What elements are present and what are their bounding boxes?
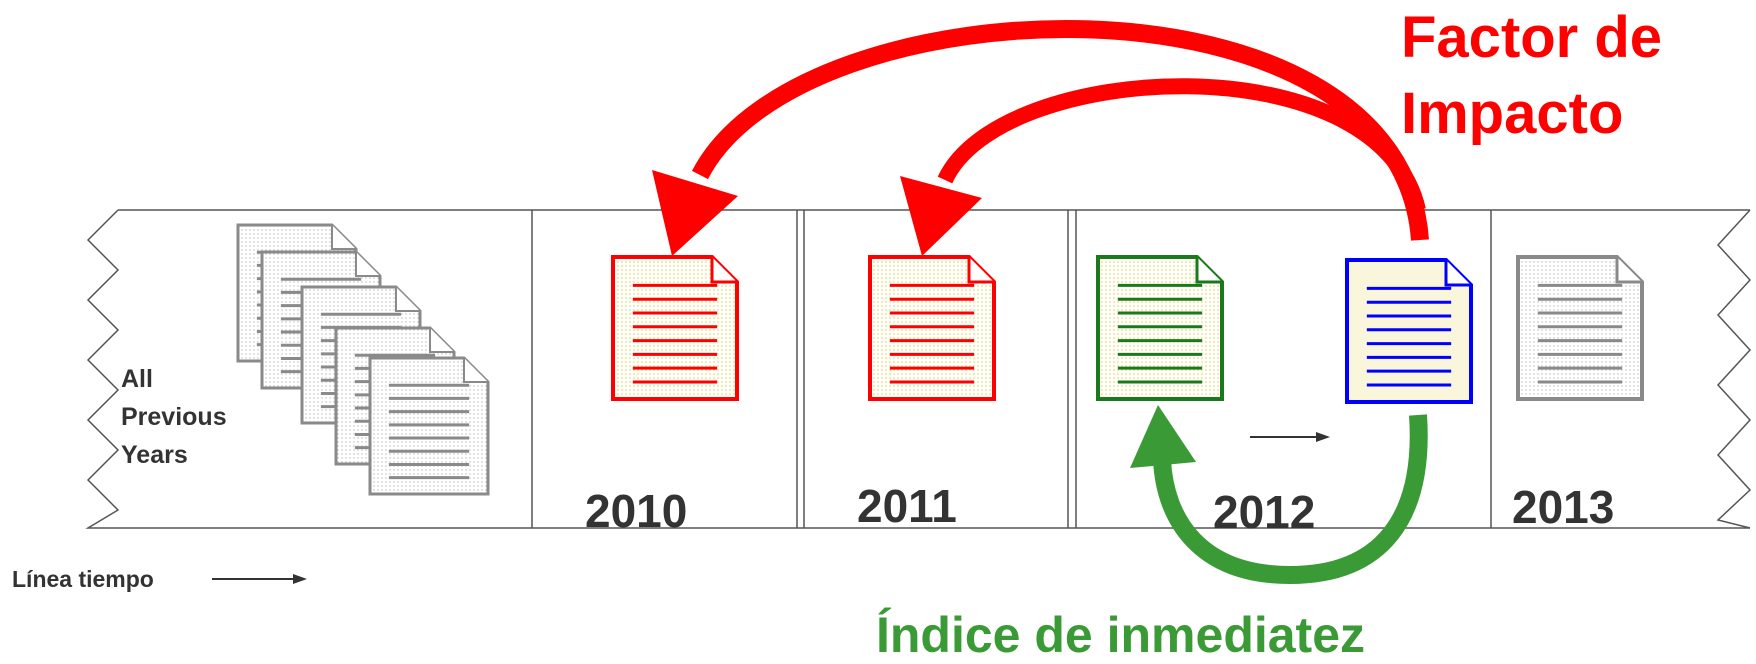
impact-arrow-to-2011 [937, 78, 1426, 212]
strip-right-zigzag [1716, 209, 1752, 529]
impact-factor-title-line2: Impacto [1401, 81, 1623, 146]
document-icon-2011 [868, 255, 996, 401]
document-icon-2010 [611, 255, 739, 401]
document-icon-2012-citing [1345, 258, 1473, 404]
small-arrow-2012 [1250, 432, 1330, 442]
immediacy-arrow-path [1153, 414, 1428, 585]
document-icon [368, 356, 490, 496]
document-fold [355, 252, 380, 277]
document-fold [429, 328, 454, 353]
year-label-2010: 2010 [585, 485, 687, 537]
document-fold [967, 257, 994, 284]
impact-factor-arrows [652, 19, 1429, 256]
immediacy-arrowhead [1130, 405, 1196, 468]
impact-arrow-to-2010 [692, 19, 1429, 241]
previous-years-documents [236, 223, 490, 496]
year-label-2013: 2013 [1512, 481, 1614, 533]
previous-years-label-line3: Years [121, 441, 188, 469]
document-icon-2012-same-year [1096, 255, 1224, 401]
previous-years-label-line2: Previous [121, 403, 227, 431]
timeline-axis-label: Línea tiempo [12, 566, 154, 592]
document-fold [1444, 260, 1471, 287]
immediacy-index-arrow [1130, 405, 1428, 585]
previous-years-label-line1: All [121, 365, 153, 393]
document-fold [395, 287, 420, 312]
impact-arrowhead-2010 [652, 170, 738, 256]
document-fold [331, 225, 356, 250]
immediacy-index-title: Índice de inmediatez [876, 607, 1365, 663]
impact-factor-title-line1: Factor de [1401, 5, 1662, 70]
document-icon-2013 [1516, 255, 1644, 401]
document-fold [463, 358, 488, 383]
document-fold [1615, 257, 1642, 284]
impact-arrowhead-2011 [900, 176, 982, 256]
document-fold [710, 257, 737, 284]
arrow-icon [293, 574, 307, 584]
year-label-2012: 2012 [1213, 486, 1315, 538]
year-label-2011: 2011 [857, 480, 957, 532]
timeline-axis-arrow [212, 574, 307, 584]
strip-left-zigzag [85, 209, 120, 529]
document-fold [1195, 257, 1222, 284]
arrow-icon [1316, 432, 1330, 442]
